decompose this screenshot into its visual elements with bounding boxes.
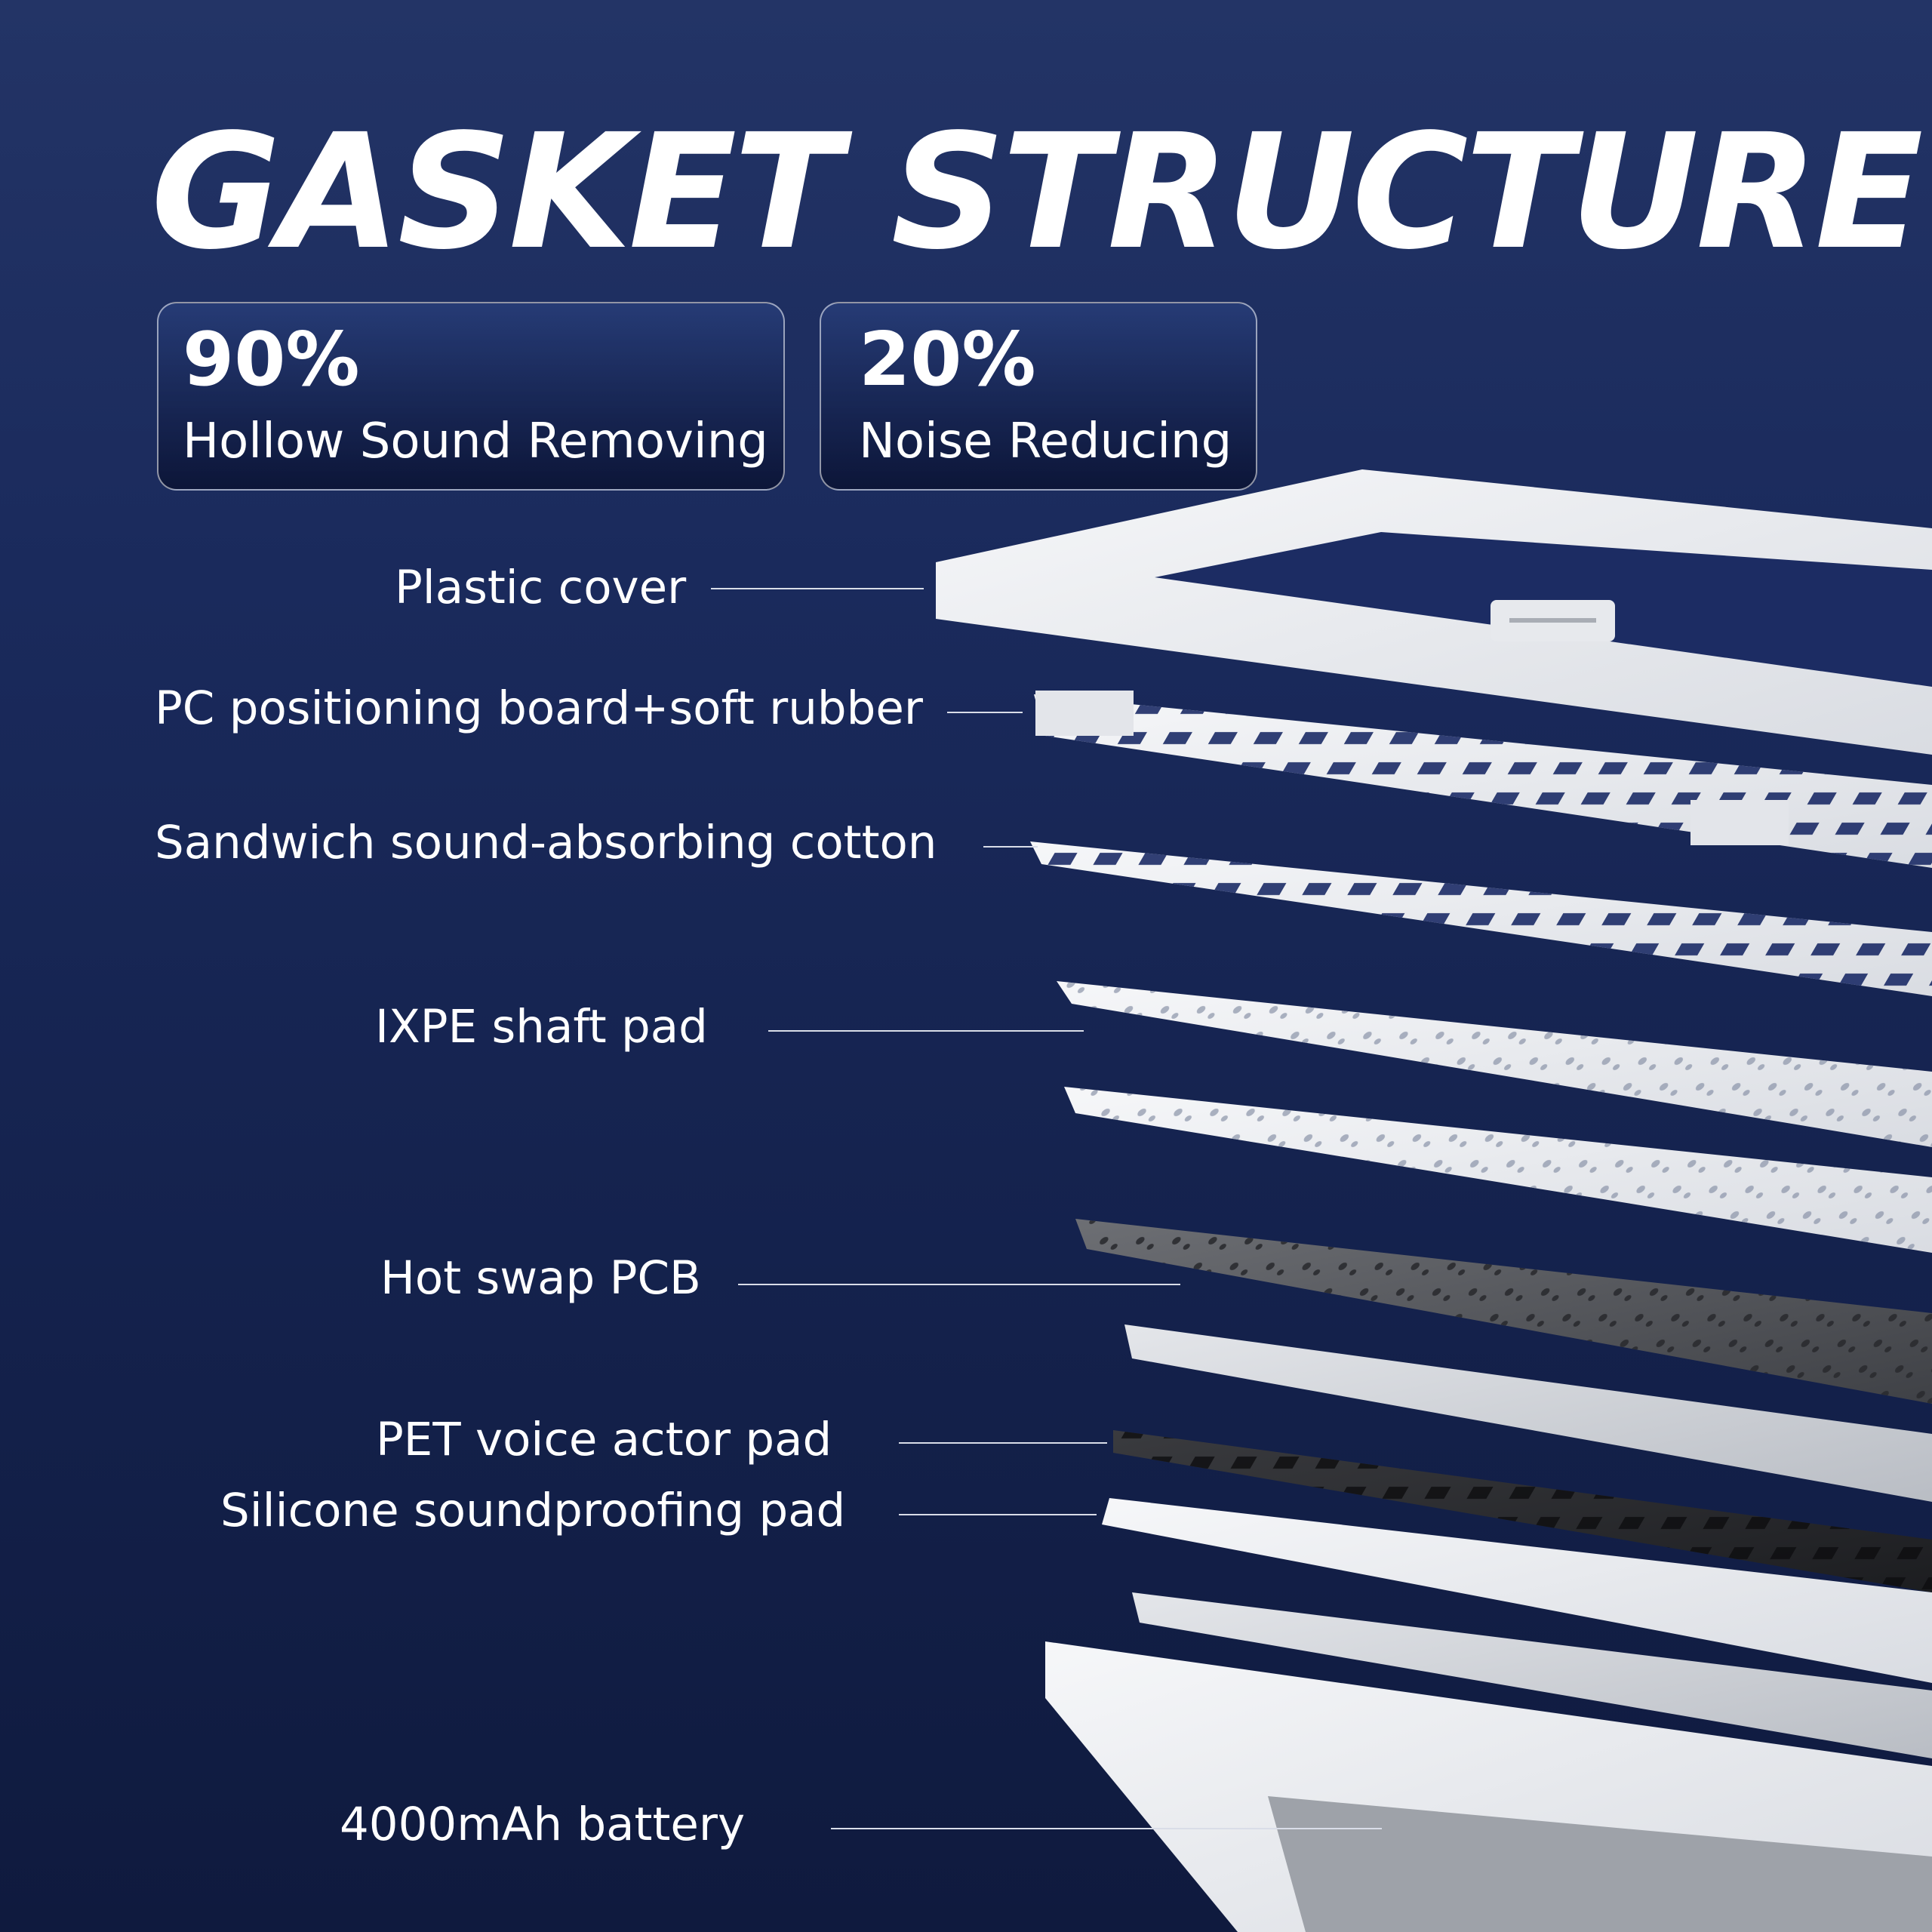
leader-line: [831, 1828, 1382, 1829]
layer-label-sandwich-cotton: Sandwich sound-absorbing cotton: [155, 816, 937, 869]
leader-line: [768, 1030, 1084, 1032]
silicone-pad-top: [1102, 1498, 1932, 1683]
stat-label: Hollow Sound Removing: [183, 414, 768, 469]
leader-line: [711, 588, 924, 589]
layer-label-hot-swap-pcb: Hot swap PCB: [380, 1251, 701, 1305]
leader-line: [947, 712, 1023, 713]
stat-value: 90%: [183, 317, 360, 403]
stat-value: 20%: [859, 317, 1036, 403]
stat-card-hollow-sound: 90% Hollow Sound Removing: [157, 302, 785, 491]
leader-line: [738, 1284, 1180, 1285]
layer-label-pc-board: PC positioning board+soft rubber: [155, 681, 923, 735]
leader-line: [899, 1514, 1097, 1515]
layer-label-silicone-pad: Silicone soundproofing pad: [220, 1484, 846, 1537]
layer-label-battery: 4000mAh battery: [340, 1798, 746, 1851]
leader-line: [983, 846, 1038, 848]
battery: [1268, 1796, 1932, 1932]
page-title: GASKET STRUCTURE: [151, 100, 1923, 285]
layer-label-ixpe-pad: IXPE shaft pad: [375, 1000, 708, 1054]
layer-label-pet-pad: PET voice actor pad: [376, 1413, 832, 1466]
stat-label: Noise Reducing: [859, 414, 1232, 469]
plate-layer: [1124, 1324, 1932, 1502]
stat-card-noise-reducing: 20% Noise Reducing: [820, 302, 1257, 491]
silicone-pad-layer: [1132, 1592, 1932, 1758]
layer-label-plastic-cover: Plastic cover: [395, 561, 687, 614]
leader-line: [899, 1442, 1107, 1444]
